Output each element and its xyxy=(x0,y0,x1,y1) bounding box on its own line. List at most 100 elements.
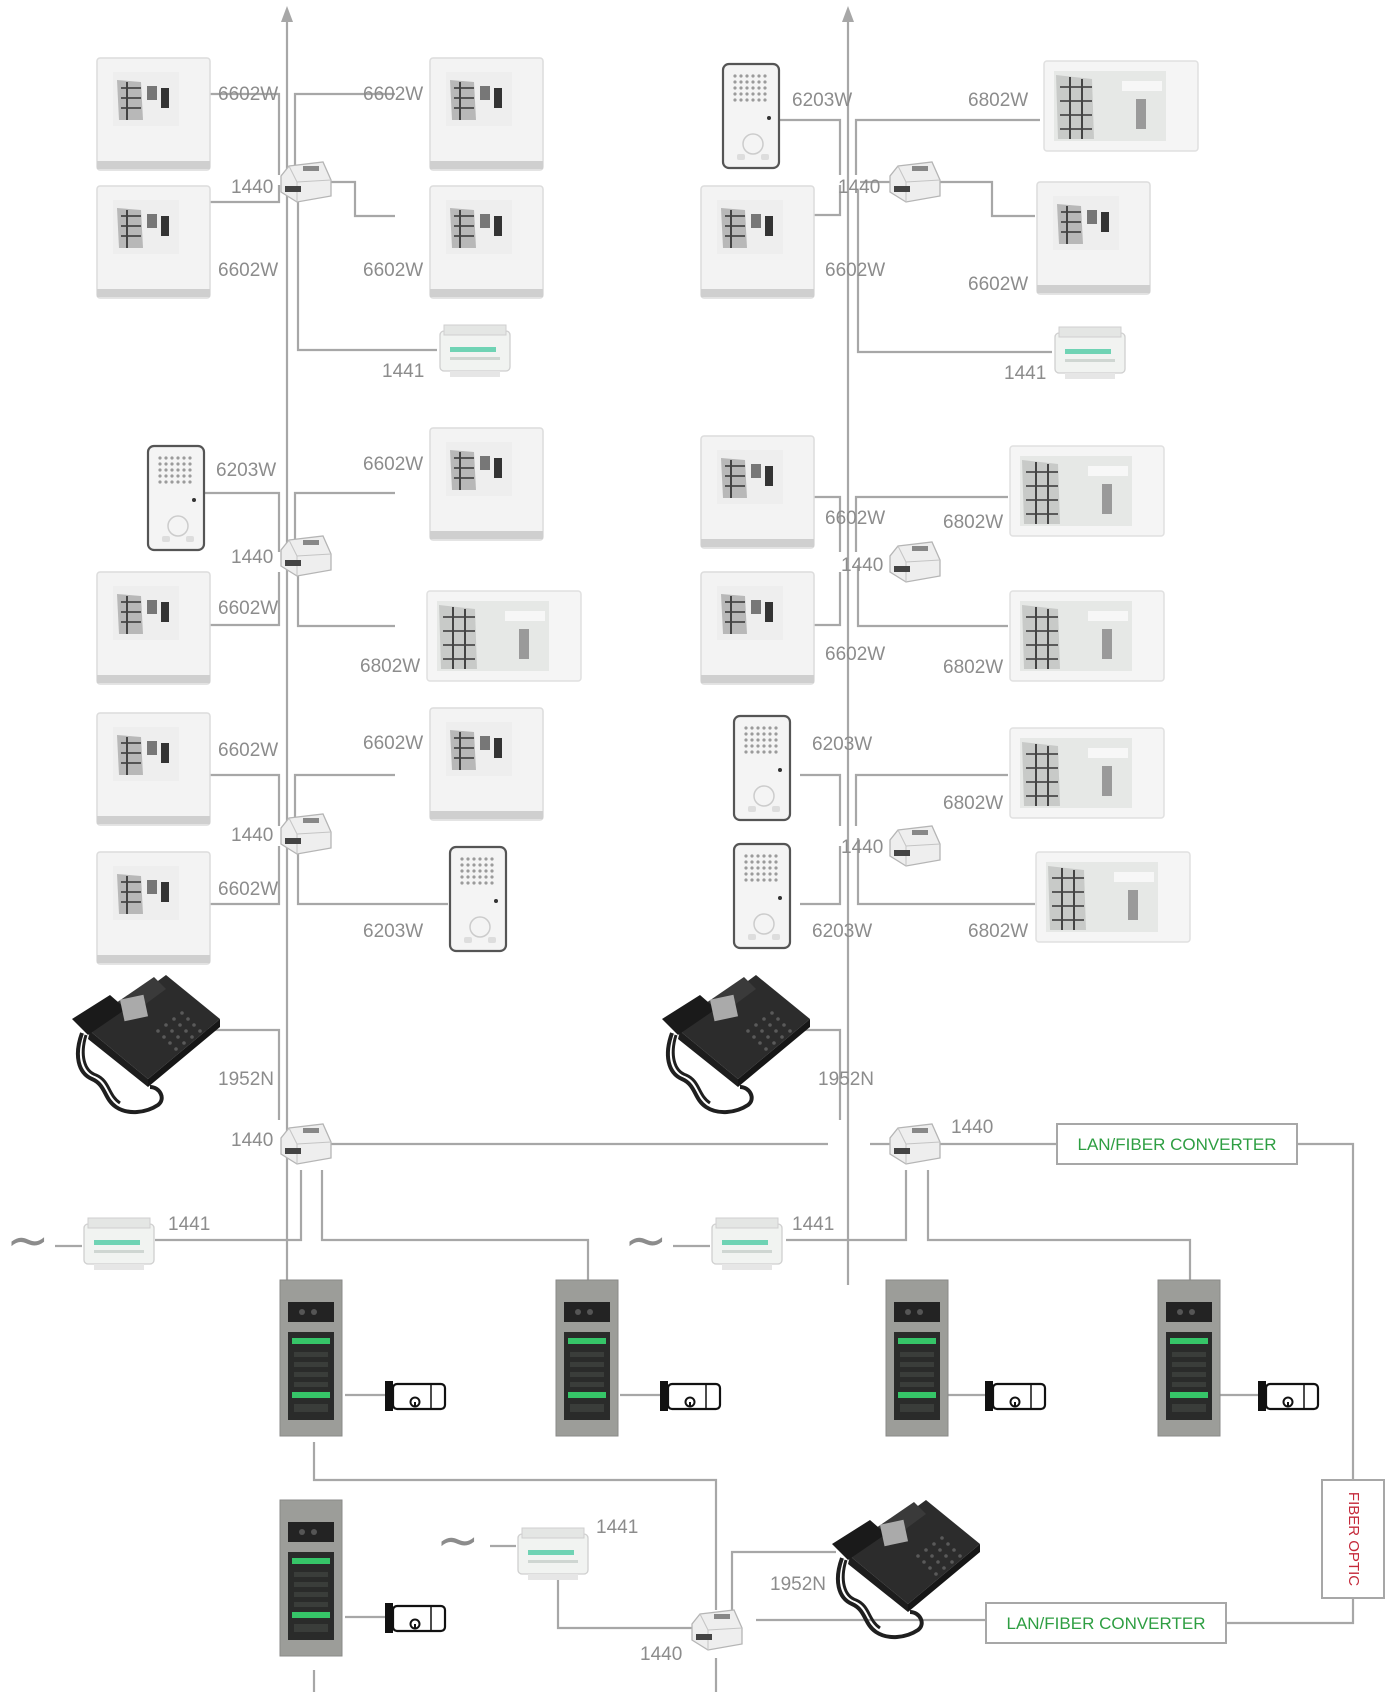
distributor-icon xyxy=(692,1610,742,1650)
label-6802w: 6802W xyxy=(943,512,1003,533)
label-1440: 1440 xyxy=(640,1644,682,1665)
video-monitor-icon xyxy=(1037,182,1150,294)
power-supply-icon xyxy=(84,1218,154,1270)
label-6602w: 6602W xyxy=(825,644,885,665)
label-1952n: 1952N xyxy=(818,1069,874,1090)
video-monitor-icon xyxy=(430,58,543,170)
electric-lock-icon xyxy=(660,1381,720,1411)
label-6203w: 6203W xyxy=(812,734,872,755)
audio-handset-icon xyxy=(734,716,790,820)
label-1440: 1440 xyxy=(231,825,273,846)
label-1440: 1440 xyxy=(231,547,273,568)
label-6602w: 6602W xyxy=(363,260,423,281)
video-monitor-icon xyxy=(1010,728,1164,818)
video-monitor-icon xyxy=(97,186,210,298)
distributor-icon xyxy=(281,1124,331,1164)
video-monitor-icon xyxy=(430,708,543,820)
distributor-icon xyxy=(890,162,940,202)
door-panel-icon xyxy=(886,1280,948,1436)
desk-phone-icon xyxy=(662,975,810,1112)
power-supply-icon xyxy=(1055,327,1125,379)
video-monitor-icon xyxy=(1010,446,1164,536)
label-6602w: 6602W xyxy=(218,740,278,761)
label-1952n: 1952N xyxy=(218,1069,274,1090)
distributor-icon xyxy=(890,542,940,582)
label-1440: 1440 xyxy=(838,177,880,198)
label-6602w: 6602W xyxy=(825,508,885,529)
audio-handset-icon xyxy=(450,847,506,951)
video-monitor-icon xyxy=(1036,852,1190,942)
label-6203w: 6203W xyxy=(812,921,872,942)
power-supply-icon xyxy=(712,1218,782,1270)
distributor-icon xyxy=(890,1124,940,1164)
label-1441: 1441 xyxy=(1004,363,1046,384)
label-1440: 1440 xyxy=(231,1130,273,1151)
video-monitor-icon xyxy=(1010,591,1164,681)
video-monitor-icon xyxy=(97,58,210,170)
electric-lock-icon xyxy=(385,1603,445,1633)
power-supply-icon xyxy=(518,1528,588,1580)
label-6203w: 6203W xyxy=(792,90,852,111)
door-panel-icon xyxy=(280,1280,342,1436)
power-supply-icon xyxy=(440,325,510,377)
label-6602w: 6602W xyxy=(218,879,278,900)
riser-arrow-icon xyxy=(842,6,854,22)
mains-symbol: ~ xyxy=(436,1511,480,1571)
converter-label: LAN/FIBER CONVERTER xyxy=(1077,1135,1276,1154)
label-1441: 1441 xyxy=(596,1517,638,1538)
video-monitor-icon xyxy=(701,436,814,548)
label-6602w: 6602W xyxy=(218,260,278,281)
label-6602w: 6602W xyxy=(825,260,885,281)
mains-symbol: ~ xyxy=(624,1211,668,1271)
door-panel-icon xyxy=(556,1280,618,1436)
riser-arrow-icon xyxy=(281,6,293,22)
label-6602w: 6602W xyxy=(968,274,1028,295)
label-1440: 1440 xyxy=(841,837,883,858)
video-monitor-icon xyxy=(701,572,814,684)
desk-phone-icon xyxy=(72,975,220,1112)
door-panel-icon xyxy=(280,1500,342,1656)
electric-lock-icon xyxy=(385,1381,445,1411)
distributor-icon xyxy=(281,814,331,854)
video-monitor-icon xyxy=(97,852,210,964)
video-monitor-icon xyxy=(427,591,581,681)
label-6602w: 6602W xyxy=(363,454,423,475)
label-6602w: 6602W xyxy=(363,733,423,754)
distributor-icon xyxy=(281,536,331,576)
door-panel-icon xyxy=(1158,1280,1220,1436)
label-1441: 1441 xyxy=(792,1214,834,1235)
label-1440: 1440 xyxy=(231,177,273,198)
video-monitor-icon xyxy=(97,572,210,684)
label-6602w: 6602W xyxy=(363,84,423,105)
label-6602w: 6602W xyxy=(218,84,278,105)
label-6802w: 6802W xyxy=(968,90,1028,111)
video-monitor-icon xyxy=(97,713,210,825)
fiber-label: FIBER OPTIC xyxy=(1345,1492,1362,1586)
label-6802w: 6802W xyxy=(943,793,1003,814)
label-1441: 1441 xyxy=(382,361,424,382)
video-monitor-icon xyxy=(701,186,814,298)
audio-handset-icon xyxy=(734,844,790,948)
video-monitor-icon xyxy=(430,428,543,540)
audio-handset-icon xyxy=(148,446,204,550)
distributor-icon xyxy=(890,826,940,866)
label-6602w: 6602W xyxy=(218,598,278,619)
label-6203w: 6203W xyxy=(216,460,276,481)
mains-symbol: ~ xyxy=(6,1211,50,1271)
label-1440: 1440 xyxy=(841,555,883,576)
audio-handset-icon xyxy=(723,64,779,168)
electric-lock-icon xyxy=(1258,1381,1318,1411)
label-1952n: 1952N xyxy=(770,1574,826,1595)
desk-phone-icon xyxy=(832,1500,980,1637)
electric-lock-icon xyxy=(985,1381,1045,1411)
label-6802w: 6802W xyxy=(968,921,1028,942)
video-monitor-icon xyxy=(1044,61,1198,151)
video-monitor-icon xyxy=(430,186,543,298)
converter-label: LAN/FIBER CONVERTER xyxy=(1006,1614,1205,1633)
label-6203w: 6203W xyxy=(363,921,423,942)
distributor-icon xyxy=(281,162,331,202)
label-1441: 1441 xyxy=(168,1214,210,1235)
label-1440: 1440 xyxy=(951,1117,993,1138)
label-6802w: 6802W xyxy=(360,656,420,677)
